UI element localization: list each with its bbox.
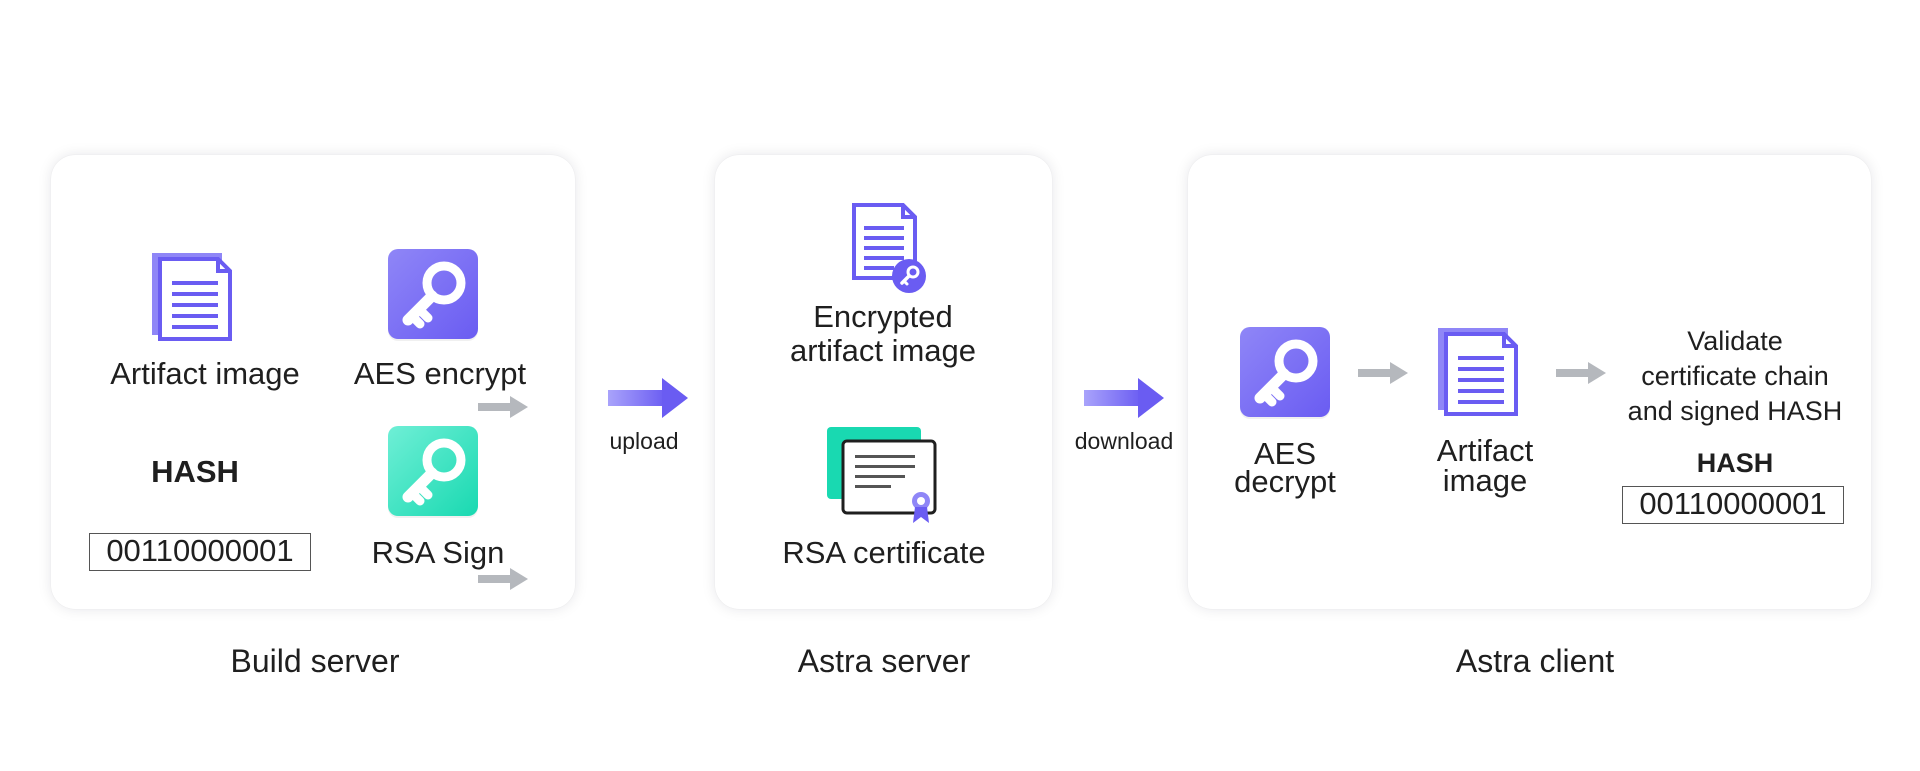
- upload-arrow-icon: [608, 378, 688, 418]
- arrow-right-icon: [1556, 362, 1606, 384]
- arrow-right-icon: [1358, 362, 1408, 384]
- build-server-caption: Build server: [230, 643, 400, 679]
- document-icon: [1438, 328, 1522, 418]
- validate-text-line2: certificate chain: [1641, 361, 1829, 391]
- certificate-icon: [827, 427, 937, 523]
- aes-decrypt-label-line1: AES: [1253, 436, 1317, 471]
- aes-decrypt-label-line2: decrypt: [1234, 464, 1336, 499]
- validate-text-line1: Validate: [1687, 326, 1783, 356]
- arrow-right-icon: [478, 568, 528, 590]
- hash-label: HASH: [151, 454, 239, 489]
- client-artifact-label-line2: image: [1442, 463, 1528, 498]
- astra-client-caption: Astra client: [1455, 643, 1615, 679]
- encrypted-artifact-label-line2: artifact image: [789, 333, 977, 368]
- download-arrow-icon: [1084, 378, 1164, 418]
- document-icon: [152, 253, 236, 343]
- encrypted-artifact-label: Encrypted artifact image: [740, 300, 1026, 368]
- hash-value: 00110000001: [89, 533, 311, 571]
- rsa-sign-label: RSA Sign: [371, 535, 505, 570]
- key-icon: [1240, 327, 1330, 417]
- client-artifact-label-line1: Artifact: [1436, 433, 1534, 468]
- arrow-right-icon: [478, 396, 528, 418]
- aes-decrypt-key-tile: [1240, 327, 1330, 417]
- astra-server-caption: Astra server: [797, 643, 971, 679]
- download-label: download: [1074, 428, 1174, 454]
- aes-encrypt-label: AES encrypt: [353, 356, 527, 391]
- artifact-image-label: Artifact image: [110, 356, 300, 391]
- client-hash-value: 00110000001: [1622, 486, 1844, 524]
- key-icon: [388, 249, 478, 339]
- validate-text: Validate certificate chain and signed HA…: [1610, 324, 1860, 429]
- aes-decrypt-label: AES decrypt: [1205, 436, 1365, 499]
- key-icon: [388, 426, 478, 516]
- encrypted-document-icon: [852, 203, 926, 293]
- upload-label: upload: [609, 428, 679, 454]
- client-artifact-image-label: Artifact image: [1410, 433, 1560, 498]
- validate-text-line3: and signed HASH: [1627, 396, 1843, 426]
- client-hash-label: HASH: [1696, 448, 1774, 478]
- encrypted-artifact-label-line1: Encrypted: [813, 299, 953, 334]
- rsa-key-tile: [388, 426, 478, 516]
- rsa-certificate-label: RSA certificate: [782, 535, 986, 570]
- aes-key-tile: [388, 249, 478, 339]
